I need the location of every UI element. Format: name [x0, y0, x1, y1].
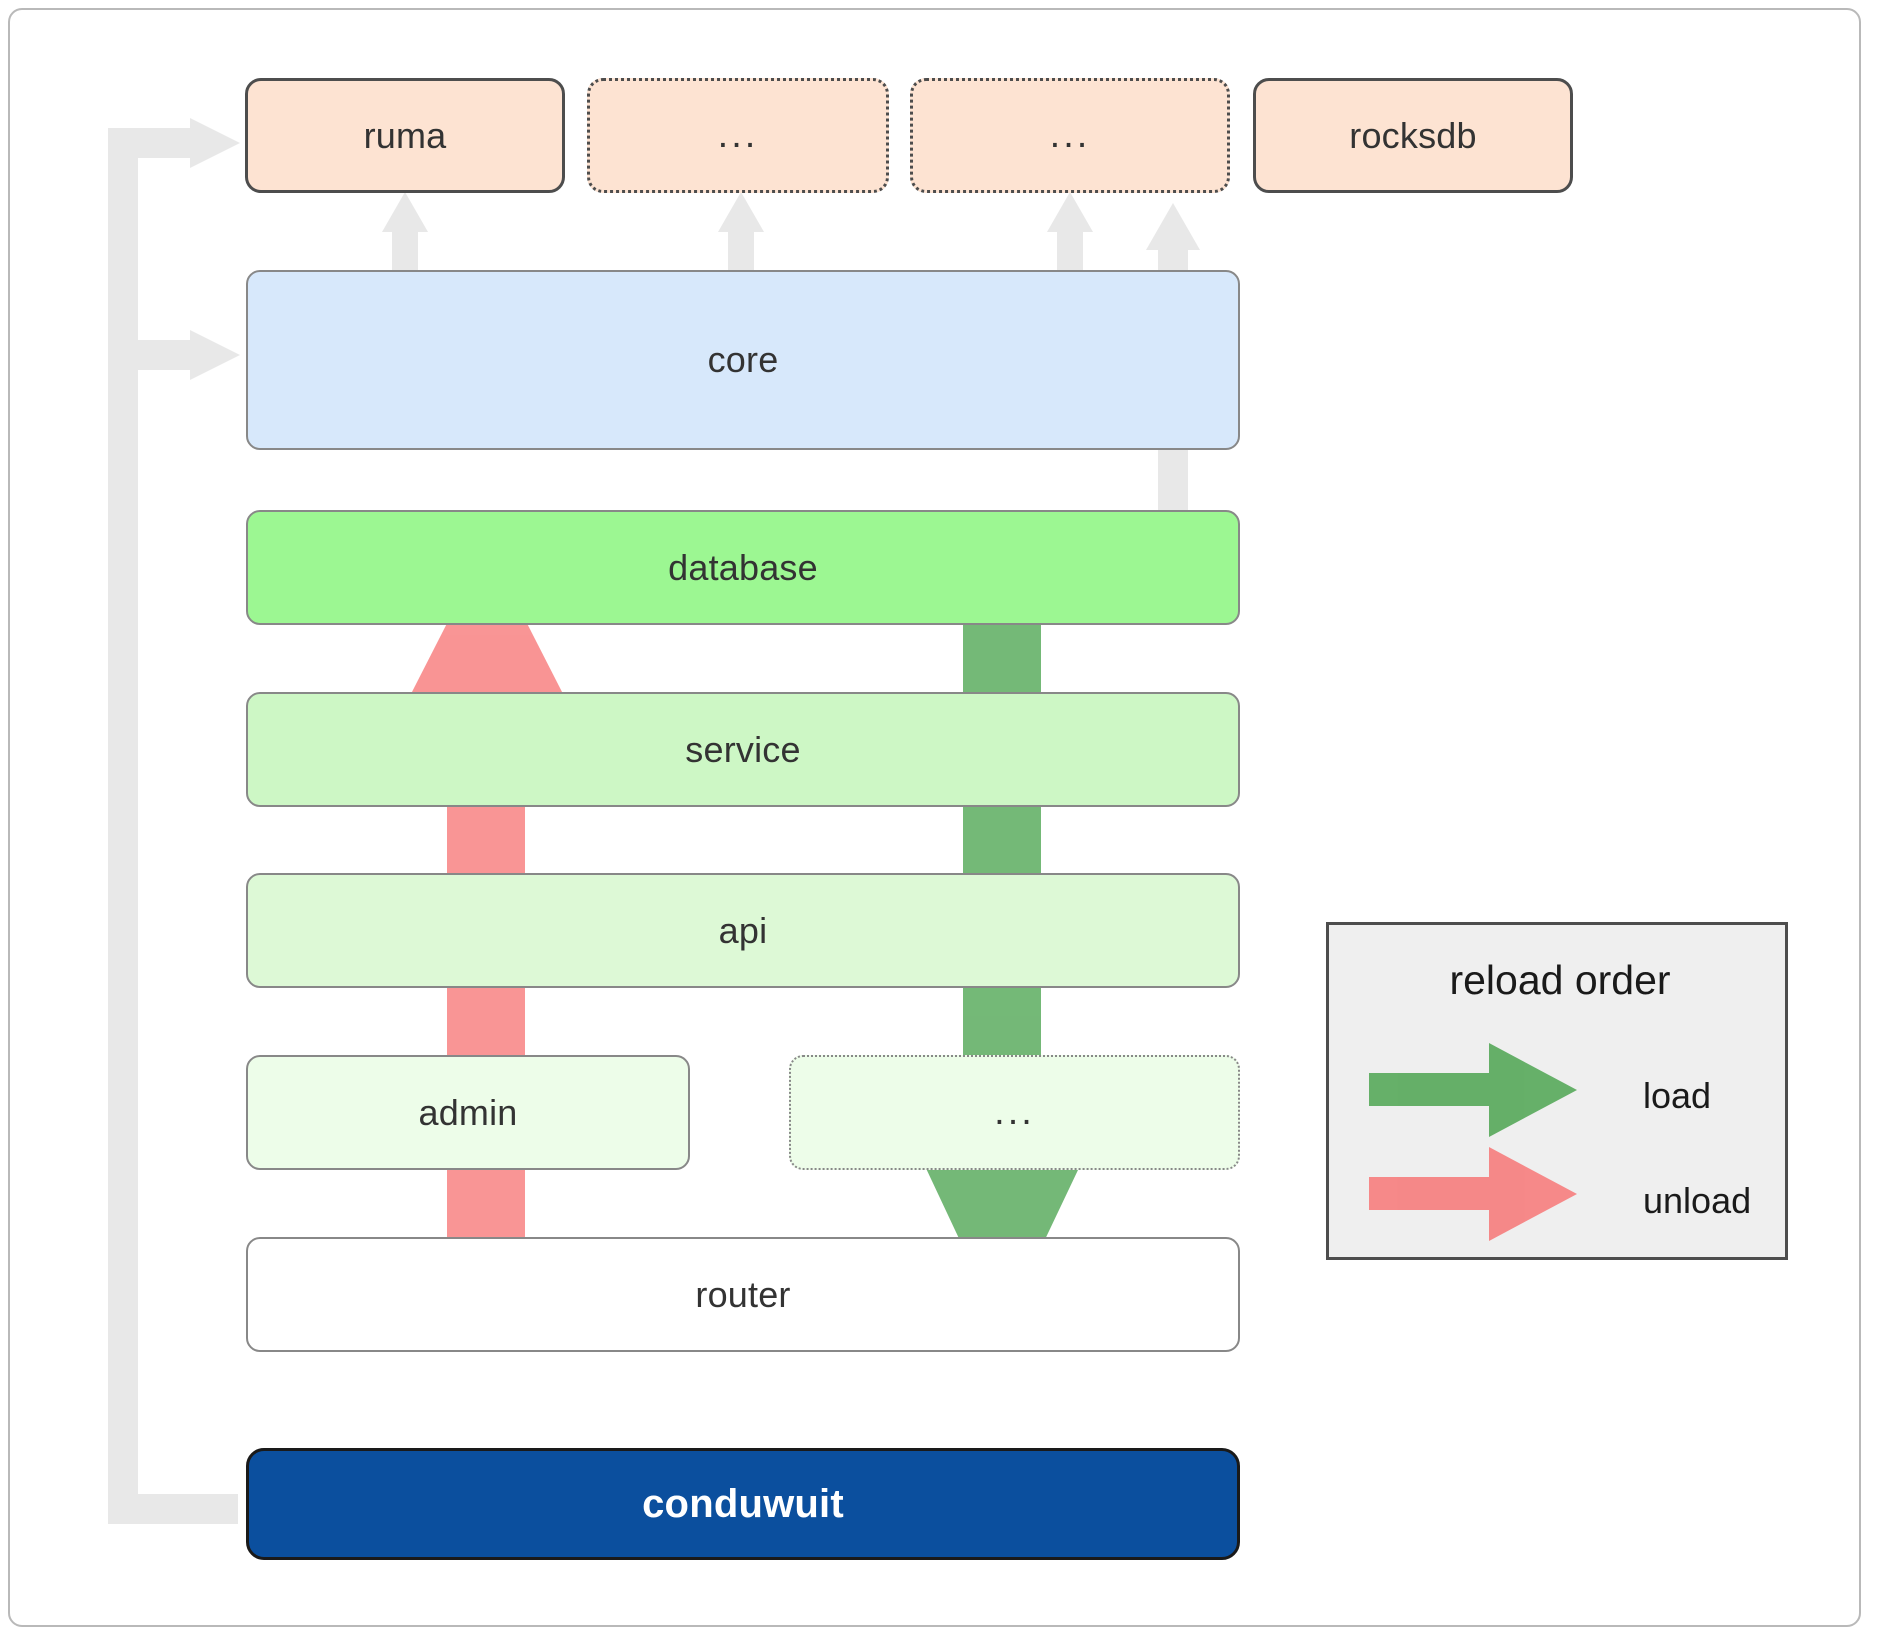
layer-box-api[interactable]: api [246, 873, 1240, 988]
diagram-frame [8, 8, 1861, 1627]
dependency-box-ellipsis-2[interactable]: ... [910, 78, 1230, 193]
layer-box-router[interactable]: router [246, 1237, 1240, 1352]
legend-load-arrow [1369, 1043, 1577, 1137]
layer-label-api: api [718, 909, 768, 951]
application-box-conduwuit[interactable]: conduwuit [246, 1448, 1240, 1560]
legend-label-unload: unload [1643, 1180, 1752, 1221]
dependency-box-ruma[interactable]: ruma [245, 78, 565, 193]
layer-label-ellipsis: ... [994, 1090, 1035, 1133]
layer-box-service[interactable]: service [246, 692, 1240, 807]
dependency-label-ellipsis-2: ... [1049, 113, 1091, 156]
layer-box-ellipsis[interactable]: ... [789, 1055, 1240, 1170]
layer-box-admin[interactable]: admin [246, 1055, 690, 1170]
layer-box-database[interactable]: database [246, 510, 1240, 625]
layer-label-admin: admin [418, 1091, 518, 1133]
layer-label-core: core [707, 339, 779, 380]
dependency-box-rocksdb[interactable]: rocksdb [1253, 78, 1573, 193]
dependency-box-ellipsis-1[interactable]: ... [587, 78, 889, 193]
layer-label-database: database [668, 546, 818, 588]
legend-unload-arrow [1369, 1147, 1577, 1241]
legend-arrows [1369, 1043, 1577, 1241]
legend-label-load: load [1643, 1075, 1712, 1116]
application-label-conduwuit: conduwuit [642, 1481, 844, 1526]
legend-panel: reload order load unload [1326, 922, 1788, 1260]
dependency-label-ellipsis-1: ... [717, 113, 759, 156]
layer-label-service: service [685, 728, 801, 770]
layer-box-core[interactable]: core [246, 270, 1240, 450]
dependency-label-ruma: ruma [363, 114, 447, 156]
legend-title: reload order [1449, 957, 1671, 1003]
dependency-label-rocksdb: rocksdb [1349, 114, 1477, 156]
layer-label-router: router [695, 1273, 791, 1315]
